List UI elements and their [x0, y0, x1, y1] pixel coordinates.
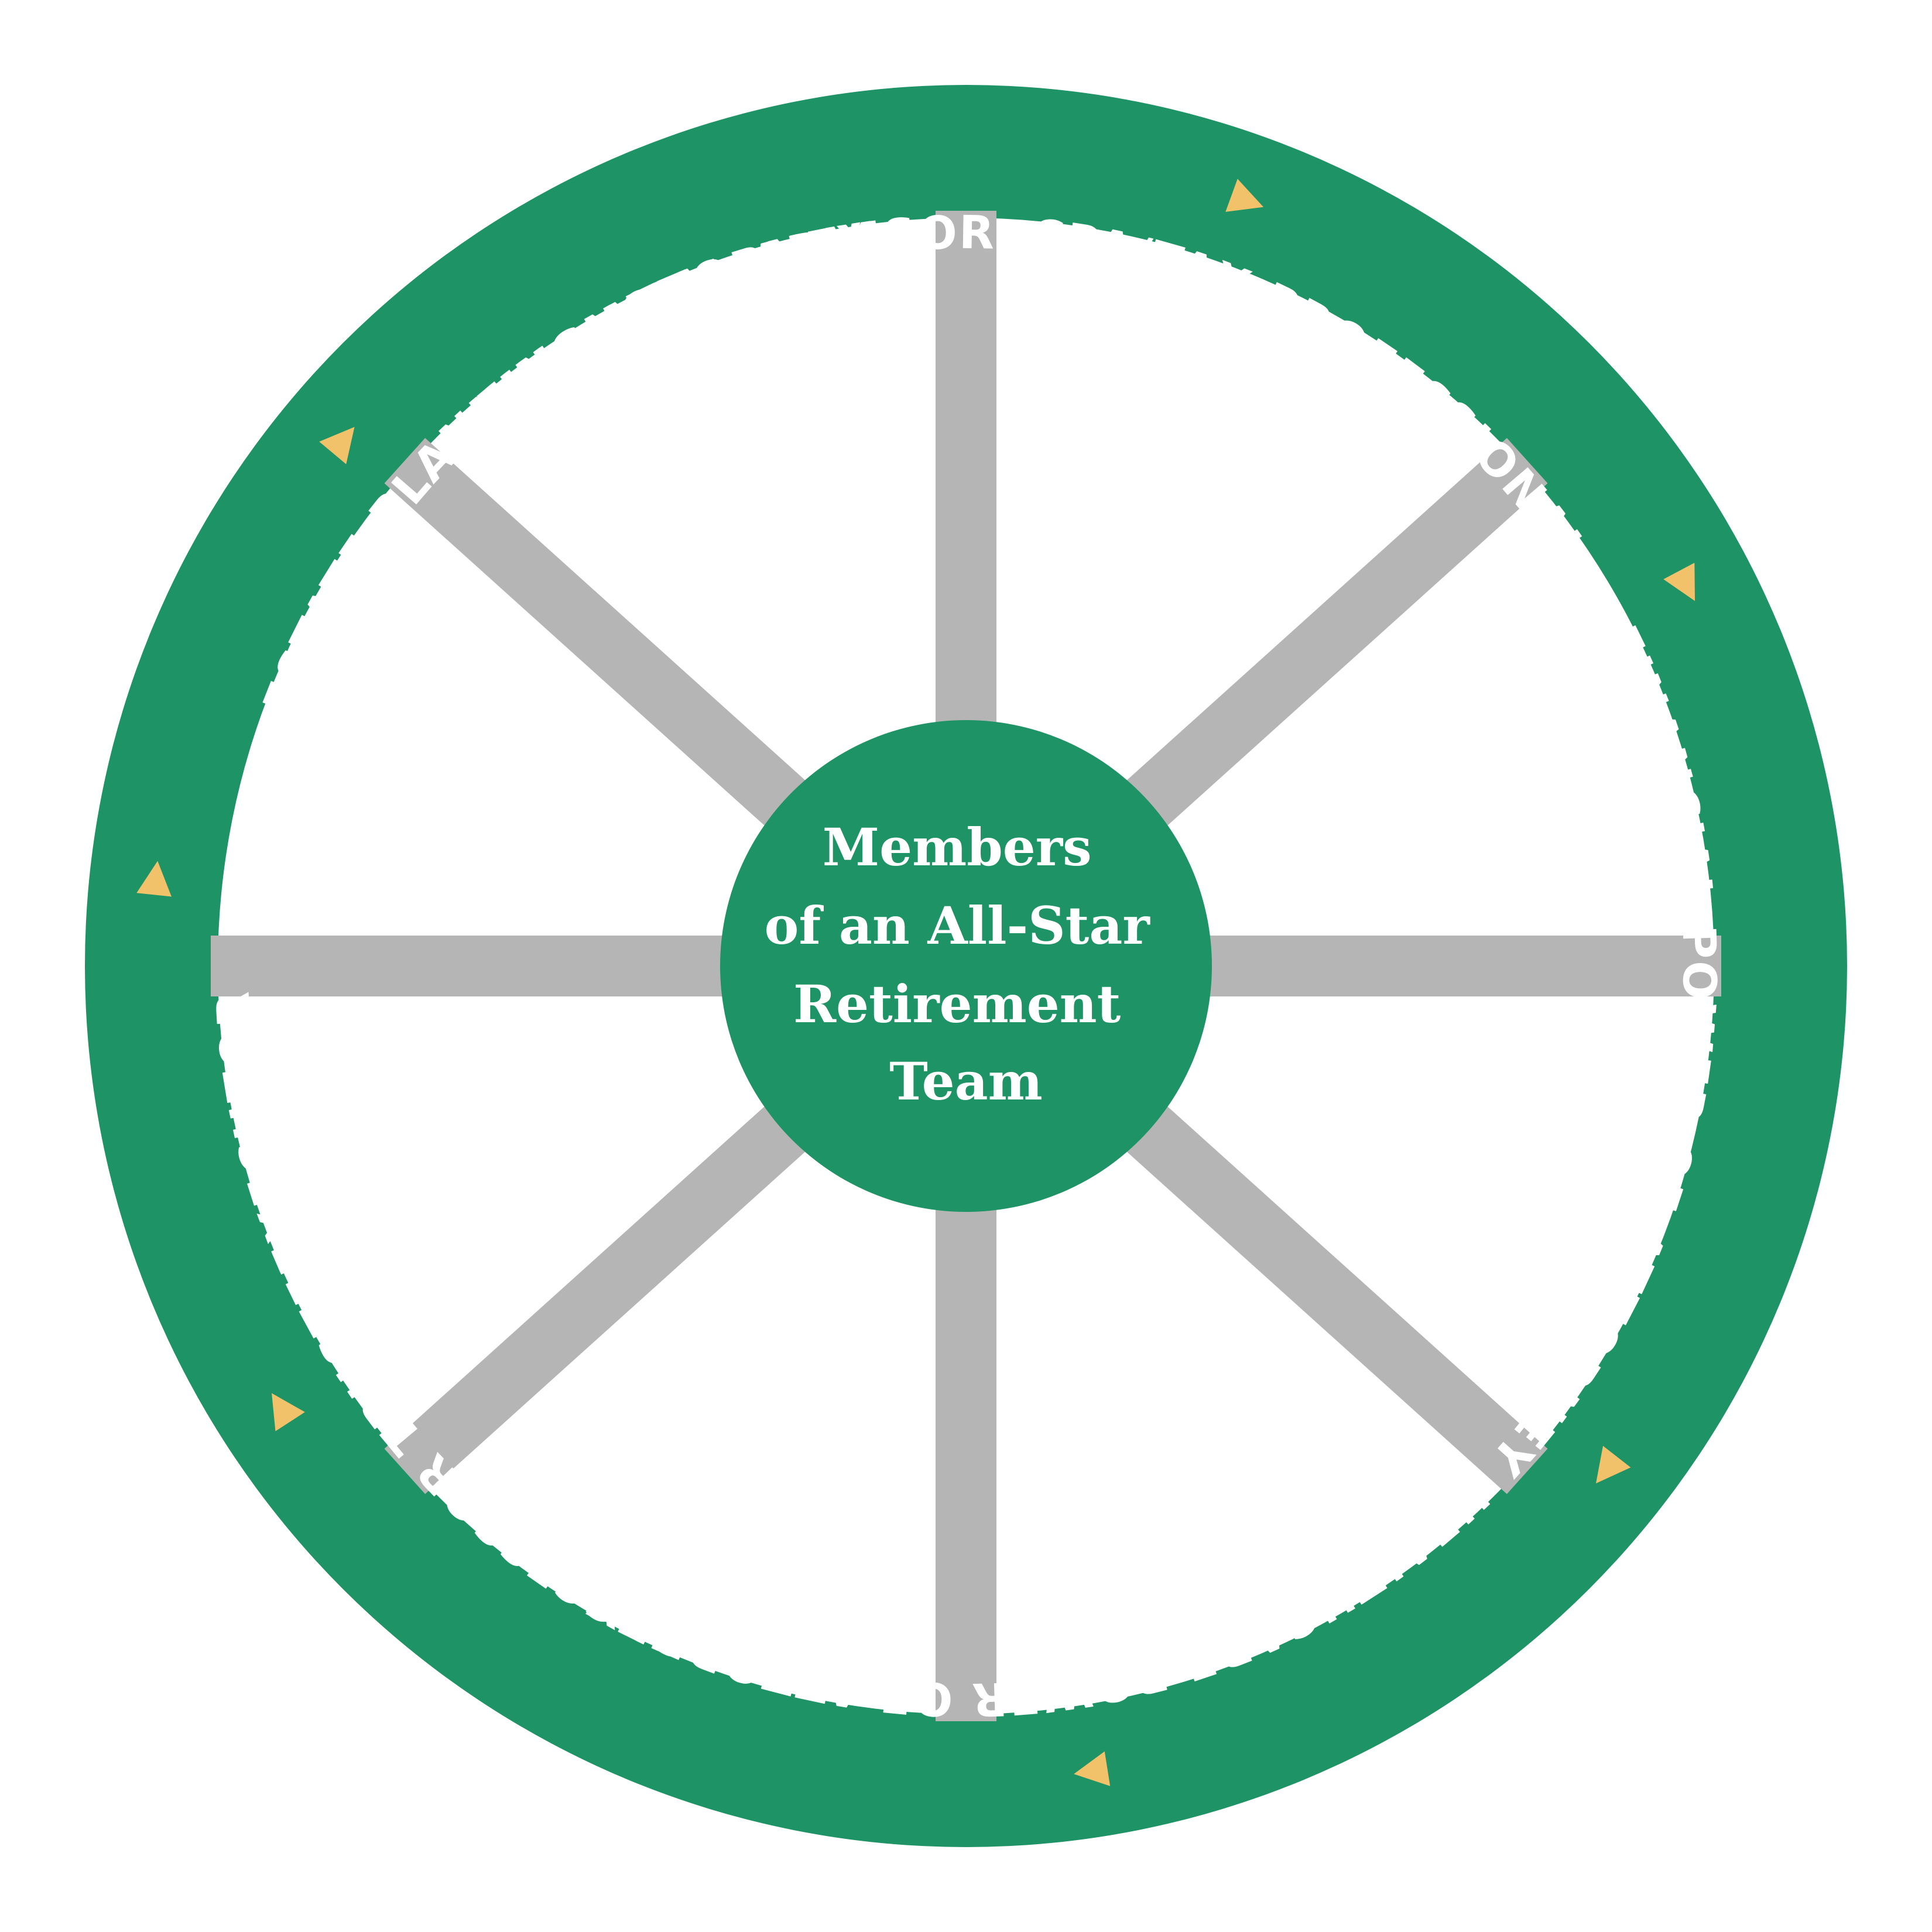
arrow-separator-icon: [319, 427, 355, 464]
spokes: [211, 211, 1721, 1721]
spoke-upper-right: [1119, 438, 1548, 832]
center-line-3: Retirement: [793, 974, 1121, 1034]
arrow-separator-icon: [136, 861, 172, 897]
center-line-4: Team: [889, 1051, 1043, 1112]
arrow-separator-icon: [1074, 1751, 1111, 1786]
center-line-1: Members: [823, 817, 1092, 878]
spoke-lower-left: [384, 1100, 813, 1494]
spoke-lower-right: [1119, 1100, 1548, 1494]
arrow-separators: [136, 179, 1695, 1786]
arrow-separator-icon: [272, 1393, 305, 1431]
hub: [720, 720, 1212, 1212]
arrow-separator-icon: [1225, 179, 1264, 212]
spoke-upper-left: [384, 438, 813, 832]
center-title: Members of an All-Star Retirement Team: [765, 817, 1168, 1112]
center-line-2: of an All-Star: [765, 895, 1151, 956]
arrow-separator-icon: [1663, 563, 1695, 601]
arrow-separator-icon: [1595, 1445, 1631, 1484]
